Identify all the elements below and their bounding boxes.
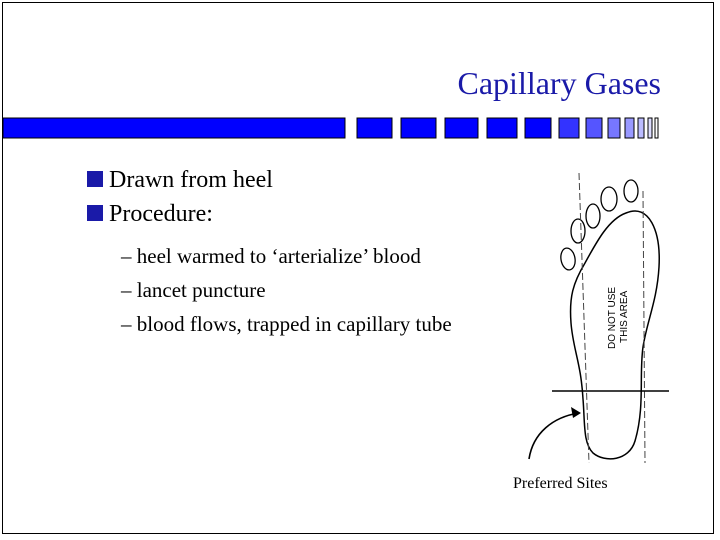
slide-title: Capillary Gases [457, 65, 662, 101]
warning-line-1: DO NOT USE [607, 287, 618, 349]
sub-bullet-item: – blood flows, trapped in capillary tube [121, 312, 452, 336]
sub-bullet-item: – heel warmed to ‘arterialize’ blood [121, 244, 421, 268]
bullet-text: Procedure: [109, 200, 213, 227]
bullet-text: Drawn from heel [109, 166, 273, 193]
dashed-guide-right [642, 190, 646, 464]
sole-outline [569, 210, 660, 460]
bullet-item: Procedure: [87, 197, 273, 231]
square-bullet-icon [87, 205, 103, 221]
bullet-item: Drawn from heel [87, 163, 273, 197]
slide: Capillary Gases Drawn from heel Procedur… [2, 2, 714, 534]
sub-bullet-list: – heel warmed to ‘arterialize’ blood – l… [121, 241, 452, 343]
sub-bullet-item: – lancet puncture [121, 278, 266, 302]
curved-arrow-icon [528, 412, 580, 460]
decorative-bar-strip [3, 117, 659, 139]
figure-caption: Preferred Sites [513, 475, 608, 492]
toes-outline [560, 179, 639, 271]
dashed-guide-left [578, 172, 590, 464]
foot-diagram: DO NOT USE THIS AREA [528, 172, 669, 464]
warning-line-2: THIS AREA [619, 290, 630, 343]
square-bullet-icon [87, 171, 103, 187]
arrowhead-icon [571, 407, 581, 418]
bullet-list: Drawn from heel Procedure: [87, 163, 273, 231]
